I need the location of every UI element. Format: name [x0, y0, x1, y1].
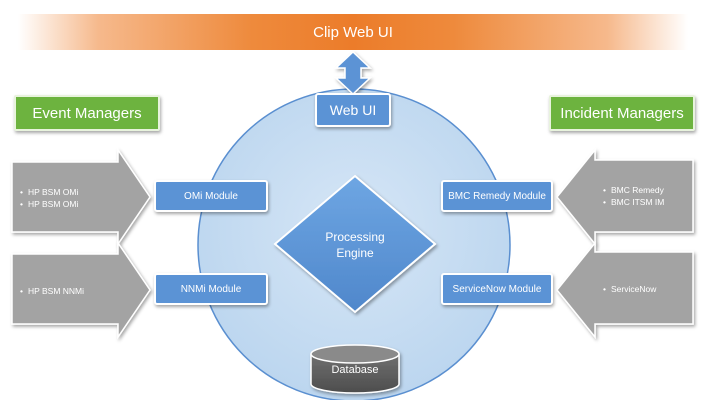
- omi-module-box: OMi Module: [154, 180, 268, 212]
- source-item: BMC ITSM IM: [603, 196, 664, 208]
- engine-label-line-1: Processing: [325, 230, 385, 244]
- web-ui-box: Web UI: [315, 93, 391, 127]
- bidirectional-arrow-icon: [334, 50, 372, 96]
- bmc-remedy-module-box: BMC Remedy Module: [441, 180, 553, 212]
- incident-managers-label: Incident Managers: [549, 95, 695, 131]
- source-item: BMC Remedy: [603, 184, 664, 196]
- database-label: Database: [331, 364, 379, 376]
- processing-engine-label: Processing Engine: [300, 229, 410, 261]
- servicenow-source-list: ServiceNow: [603, 283, 656, 295]
- servicenow-module-box: ServiceNow Module: [441, 273, 553, 305]
- header-bar: Clip Web UI: [18, 14, 688, 50]
- bmc-remedy-module-text: BMC Remedy Module: [448, 190, 546, 202]
- incident-managers-text: Incident Managers: [560, 104, 684, 122]
- processing-engine-diamond: [273, 174, 437, 314]
- bmc-source-list: BMC Remedy BMC ITSM IM: [603, 184, 664, 208]
- source-item: HP BSM OMi: [20, 186, 78, 198]
- nnmi-module-text: NNMi Module: [180, 283, 242, 295]
- database-icon: [310, 344, 400, 394]
- servicenow-module-text: ServiceNow Module: [452, 283, 542, 295]
- header-title: Clip Web UI: [313, 23, 393, 41]
- source-item: HP BSM OMi: [20, 198, 78, 210]
- web-ui-text: Web UI: [329, 102, 377, 118]
- nnmi-source-list: HP BSM NNMi: [20, 285, 84, 297]
- omi-module-text: OMi Module: [184, 190, 238, 202]
- nnmi-module-box: NNMi Module: [154, 273, 268, 305]
- omi-source-list: HP BSM OMi HP BSM OMi: [20, 186, 78, 210]
- source-arrow-omi: [11, 147, 151, 247]
- source-item: ServiceNow: [603, 283, 656, 295]
- source-item: HP BSM NNMi: [20, 285, 84, 297]
- event-managers-text: Event Managers: [32, 104, 142, 122]
- engine-label-line-2: Engine: [336, 246, 374, 260]
- event-managers-label: Event Managers: [14, 95, 160, 131]
